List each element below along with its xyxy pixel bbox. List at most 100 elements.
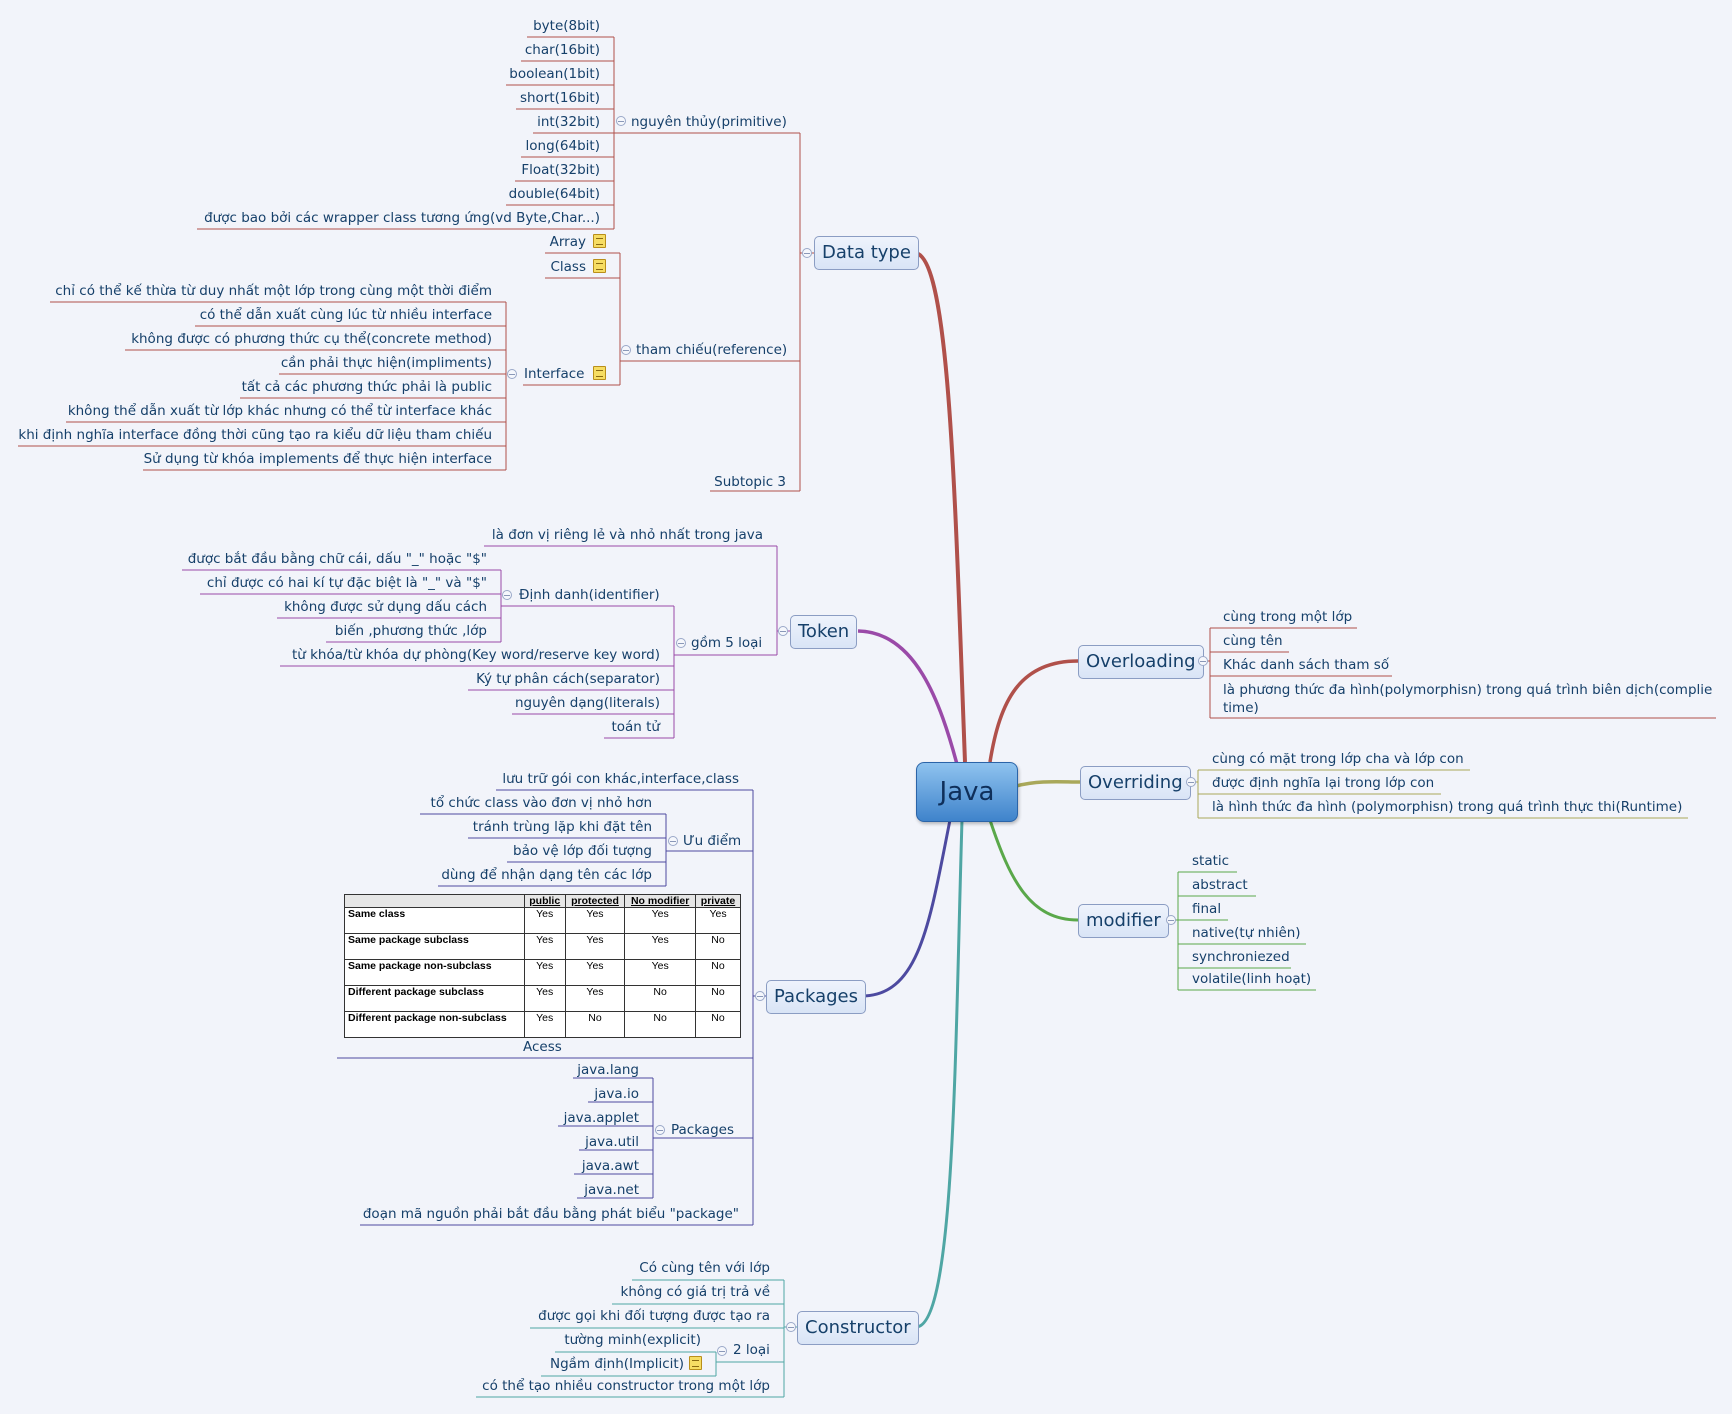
leaf-package[interactable]: java.awt [581, 1158, 639, 1174]
leaf-package-rule[interactable]: đoạn mã nguồn phải bắt đầu bằng phát biể… [362, 1206, 739, 1222]
node-array[interactable]: Array [549, 234, 586, 250]
leaf-overloading[interactable]: Khác danh sách tham số [1223, 657, 1390, 673]
leaf-package[interactable]: java.util [585, 1134, 639, 1150]
leaf-constructor-kind[interactable]: tường minh(explicit) [564, 1332, 701, 1348]
leaf-primitive[interactable]: long(64bit) [525, 138, 600, 154]
leaf-interface[interactable]: chỉ có thể kế thừa từ duy nhất một lớp t… [55, 283, 492, 299]
leaf-primitive[interactable]: double(64bit) [508, 186, 600, 202]
leaf-interface[interactable]: có thể dẫn xuất cùng lúc từ nhiều interf… [199, 307, 492, 323]
leaf-primitive[interactable]: short(16bit) [519, 90, 600, 106]
collapse-icon[interactable] [755, 991, 765, 1001]
leaf-constructor-kind[interactable]: Ngầm định(Implicit) [549, 1356, 684, 1372]
collapse-icon[interactable] [616, 116, 626, 126]
collapse-icon[interactable] [1186, 777, 1196, 787]
collapse-icon[interactable] [668, 836, 678, 846]
node-primitive[interactable]: nguyên thủy(primitive) [631, 114, 787, 130]
leaf-constructor[interactable]: được gọi khi đối tượng được tạo ra [538, 1308, 770, 1324]
leaf-token-desc[interactable]: là đơn vị riêng lẻ và nhỏ nhất trong jav… [491, 527, 763, 543]
leaf-overloading[interactable]: cùng tên [1223, 633, 1283, 649]
root-topic-java[interactable]: Java [916, 762, 1018, 822]
note-icon[interactable] [593, 259, 606, 273]
leaf-interface[interactable]: khi định nghĩa interface đồng thời cũng … [18, 427, 492, 443]
leaf-primitive[interactable]: Float(32bit) [521, 162, 600, 178]
topic-token[interactable]: Token [790, 615, 858, 649]
leaf-modifier[interactable]: volatile(linh hoạt) [1192, 971, 1312, 987]
node-access[interactable]: Acess [523, 1039, 562, 1055]
leaf-modifier[interactable]: native(tự nhiên) [1192, 925, 1301, 941]
collapse-icon[interactable] [655, 1125, 665, 1135]
node-reference[interactable]: tham chiếu(reference) [636, 342, 788, 358]
table-cell: No [695, 933, 741, 960]
collapse-icon[interactable] [802, 248, 812, 258]
leaf-overloading[interactable]: cùng trong một lớp [1223, 609, 1353, 625]
collapse-icon[interactable] [778, 626, 788, 636]
leaf-overriding[interactable]: được định nghĩa lại trong lớp con [1212, 775, 1435, 791]
node-token-types[interactable]: gồm 5 loại [691, 635, 763, 651]
table-cell: Yes [624, 933, 697, 960]
node-packages-list[interactable]: Packages [671, 1122, 734, 1138]
collapse-icon[interactable] [507, 369, 517, 379]
leaf-identifier[interactable]: không được sử dụng dấu cách [284, 599, 487, 615]
topic-data-type[interactable]: Data type [814, 236, 919, 270]
leaf-modifier[interactable]: final [1192, 901, 1222, 917]
leaf-interface[interactable]: cần phải thực hiện(impliments) [280, 355, 492, 371]
node-subtopic[interactable]: Subtopic 3 [714, 474, 786, 490]
leaf-modifier[interactable]: synchroniezed [1192, 949, 1290, 965]
topic-overloading[interactable]: Overloading [1078, 645, 1204, 679]
note-icon[interactable] [593, 234, 606, 248]
leaf-advantage[interactable]: tránh trùng lặp khi đặt tên [472, 819, 652, 835]
leaf-primitive[interactable]: int(32bit) [537, 114, 600, 130]
leaf-advantage[interactable]: dùng để nhận dạng tên các lớp [441, 867, 652, 883]
leaf-token-type[interactable]: từ khóa/từ khóa dự phòng(Key word/reserv… [291, 647, 660, 663]
node-constructor-kinds[interactable]: 2 loại [733, 1342, 770, 1358]
leaf-modifier[interactable]: abstract [1192, 877, 1248, 893]
leaf-token-type[interactable]: Ký tự phân cách(separator) [476, 671, 660, 687]
node-identifier[interactable]: Định danh(identifier) [519, 587, 660, 603]
leaf-overriding[interactable]: là hình thức đa hình (polymorphisn) tron… [1212, 799, 1683, 815]
leaf-token-type[interactable]: toán tử [611, 719, 660, 735]
leaf-identifier[interactable]: chỉ được có hai kí tự đặc biệt là "_" và… [206, 575, 487, 591]
leaf-overloading[interactable]: là phương thức đa hình(polymorphisn) tro… [1223, 682, 1713, 716]
leaf-identifier[interactable]: biến ,phương thức ,lớp [334, 623, 487, 639]
leaf-primitive[interactable]: byte(8bit) [533, 18, 600, 34]
note-icon[interactable] [593, 366, 606, 380]
collapse-icon[interactable] [1198, 656, 1208, 666]
leaf-package[interactable]: java.applet [563, 1110, 639, 1126]
node-interface[interactable]: Interface [524, 366, 585, 382]
topic-packages[interactable]: Packages [766, 980, 866, 1014]
topic-modifier[interactable]: modifier [1078, 904, 1169, 938]
topic-overriding[interactable]: Overriding [1080, 766, 1191, 800]
node-advantages[interactable]: Ưu điểm [683, 833, 742, 849]
leaf-advantage[interactable]: tổ chức class vào đơn vị nhỏ hơn [430, 795, 652, 811]
leaf-modifier[interactable]: static [1192, 853, 1230, 869]
leaf-overriding[interactable]: cùng có mặt trong lớp cha và lớp con [1212, 751, 1464, 767]
collapse-icon[interactable] [1166, 915, 1176, 925]
leaf-interface[interactable]: tất cả các phương thức phải là public [241, 379, 492, 395]
leaf-primitive[interactable]: được bao bởi các wrapper class tương ứng… [204, 210, 600, 226]
leaf-token-type[interactable]: nguyên dạng(literals) [514, 695, 660, 711]
collapse-icon[interactable] [786, 1322, 796, 1332]
leaf-identifier[interactable]: được bắt đầu bằng chữ cái, dấu "_" hoặc … [187, 551, 487, 567]
leaf-package[interactable]: java.io [594, 1086, 639, 1102]
topic-constructor[interactable]: Constructor [797, 1311, 919, 1345]
leaf-constructor[interactable]: không có giá trị trả về [620, 1284, 771, 1300]
collapse-icon[interactable] [717, 1346, 727, 1356]
collapse-icon[interactable] [621, 345, 631, 355]
leaf-advantage[interactable]: bảo vệ lớp đối tượng [513, 843, 652, 859]
collapse-icon[interactable] [502, 590, 512, 600]
node-class[interactable]: Class [550, 259, 586, 275]
leaf-package[interactable]: java.net [584, 1182, 639, 1198]
table-cell: No [624, 1011, 697, 1038]
leaf-interface[interactable]: Sử dụng từ khóa implements để thực hiện … [143, 451, 492, 467]
leaf-packages-store[interactable]: lưu trữ gói con khác,interface,class [502, 771, 739, 787]
leaf-primitive[interactable]: boolean(1bit) [509, 66, 600, 82]
leaf-interface[interactable]: không thể dẫn xuất từ lớp khác nhưng có … [67, 403, 492, 419]
collapse-icon[interactable] [676, 638, 686, 648]
note-icon[interactable] [689, 1356, 702, 1370]
leaf-constructor[interactable]: có thể tạo nhiều constructor trong một l… [482, 1378, 770, 1394]
leaf-constructor[interactable]: Có cùng tên với lớp [639, 1260, 770, 1276]
leaf-package[interactable]: java.lang [577, 1062, 639, 1078]
leaf-interface[interactable]: không được có phương thức cụ thể(concret… [131, 331, 492, 347]
table-row: Same package non-subclass Yes Yes Yes No [344, 959, 741, 986]
leaf-primitive[interactable]: char(16bit) [524, 42, 600, 58]
